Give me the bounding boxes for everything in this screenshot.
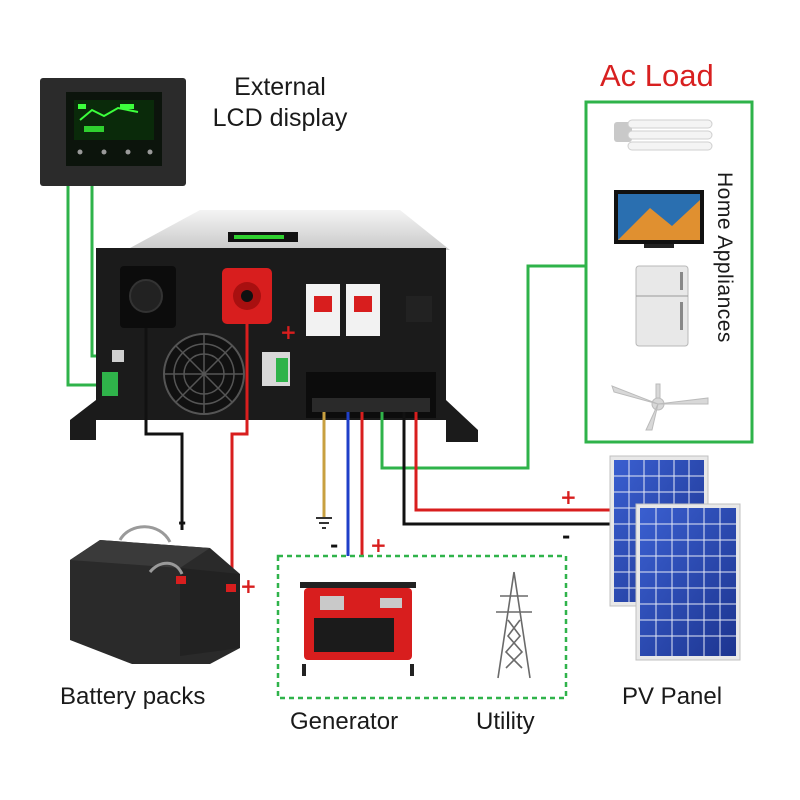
solar-panel-icon — [609, 455, 741, 661]
lcd-display-label: External LCD display — [200, 72, 360, 134]
battery-icon — [70, 525, 240, 664]
tv-icon — [614, 190, 704, 248]
ground-symbol-icon — [316, 517, 332, 529]
cfl-bulb-icon — [614, 119, 713, 151]
wires — [144, 264, 610, 584]
generator-icon — [300, 582, 416, 676]
inverter-positive-mark: + — [280, 320, 297, 344]
lcd-display-icon — [40, 78, 186, 186]
battery-packs-label: Battery packs — [60, 683, 206, 710]
lcd-label-line2: LCD display — [212, 104, 348, 132]
generator-negative-mark: - — [330, 533, 339, 557]
lcd-label-line1: External — [234, 73, 326, 101]
generator-utility-group-border — [276, 554, 568, 700]
home-appliances-label: Home Appliances — [713, 172, 736, 343]
ceiling-fan-icon — [611, 383, 709, 431]
battery-negative-mark: - — [178, 510, 187, 534]
pv-positive-mark: + — [560, 485, 577, 509]
pv-panel-label: PV Panel — [622, 683, 723, 710]
ac-load-title: Ac Load — [600, 58, 714, 93]
refrigerator-icon — [635, 265, 689, 347]
ac-load-group-border — [584, 100, 754, 444]
generator-positive-mark: + — [370, 533, 387, 557]
inverter-icon — [70, 210, 478, 442]
battery-positive-mark: + — [240, 574, 257, 598]
transmission-tower-icon — [496, 571, 532, 679]
utility-label: Utility — [476, 708, 535, 735]
generator-label: Generator — [290, 708, 399, 735]
pv-negative-mark: - — [562, 524, 571, 548]
